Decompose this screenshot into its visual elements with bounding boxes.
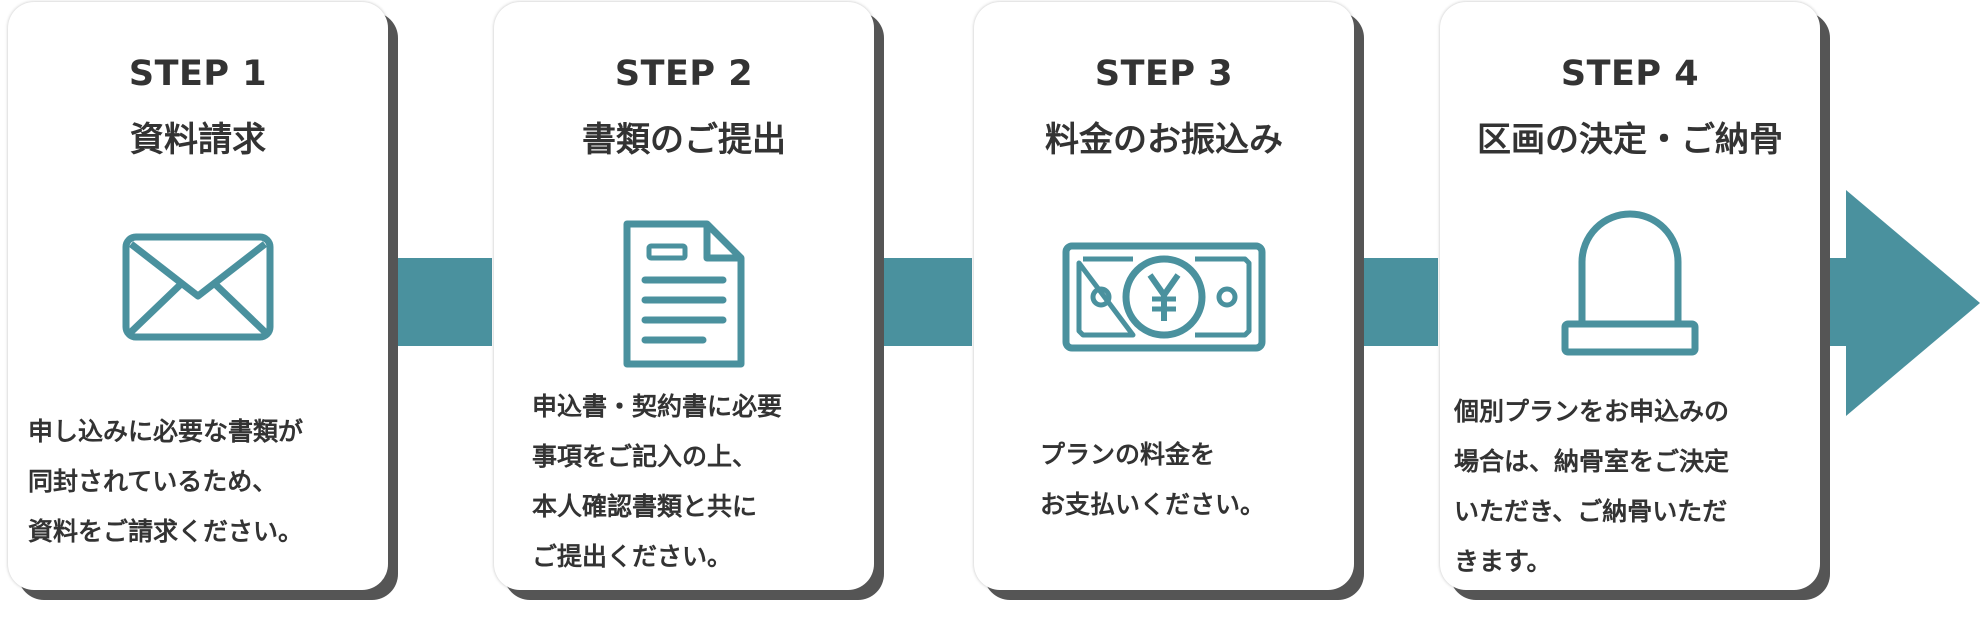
description-line: 個別プランをお申込みの xyxy=(1454,397,1730,426)
description-line: お支払いください。 xyxy=(1040,490,1266,519)
step-card-1: STEP 1 資料請求 申し込みに必要な書類が 同封されているため、 資料をご請… xyxy=(8,2,388,590)
connector-bar-3 xyxy=(1352,258,1438,346)
step-description: 申し込みに必要な書類が 同封されているため、 資料をご請求ください。 xyxy=(28,407,303,557)
step-label: STEP 3 xyxy=(1094,54,1234,94)
description-line: 申込書・契約書に必要 xyxy=(532,392,783,421)
step-title: 区画の決定・ご納骨 xyxy=(1477,120,1783,160)
description-line: 場合は、納骨室をご決定 xyxy=(1454,447,1730,476)
yen-banknote-icon xyxy=(974,232,1354,362)
connector-bar-2 xyxy=(872,258,972,346)
description-line: いただき、ご納骨いただ xyxy=(1454,497,1728,526)
step-label: STEP 4 xyxy=(1560,54,1700,94)
step-card-3: STEP 3 料金のお振込み プランの料金を お支払いください。 xyxy=(974,2,1354,590)
description-line: 資料をご請求ください。 xyxy=(28,517,304,546)
description-line: ご提出ください。 xyxy=(532,542,733,571)
document-icon xyxy=(494,214,874,374)
description-line: きます。 xyxy=(1454,547,1552,576)
grave-marker-icon xyxy=(1440,208,1820,358)
step-description: 個別プランをお申込みの 場合は、納骨室をご決定 いただき、ご納骨いただ きます。 xyxy=(1454,387,1729,587)
description-line: 事項をご記入の上、 xyxy=(532,442,758,471)
description-line: 本人確認書類と共に xyxy=(532,492,758,521)
description-line: プランの料金を xyxy=(1040,440,1216,469)
step-label: STEP 2 xyxy=(614,54,754,94)
step-description: プランの料金を お支払いください。 xyxy=(1040,430,1265,530)
step-title: 書類のご提出 xyxy=(582,120,786,160)
step-description: 申込書・契約書に必要 事項をご記入の上、 本人確認書類と共に ご提出ください。 xyxy=(532,382,782,582)
description-line: 申し込みに必要な書類が xyxy=(28,417,304,446)
step-label: STEP 1 xyxy=(128,54,268,94)
step-title: 料金のお振込み xyxy=(1045,120,1283,160)
step-title: 資料請求 xyxy=(130,120,266,160)
arrow-right-icon xyxy=(1846,190,1980,416)
step-card-4: STEP 4 区画の決定・ご納骨 個別プランをお申込みの 場合は、納骨室をご決定… xyxy=(1440,2,1820,590)
step-card-2: STEP 2 書類のご提出 申込書・契約書に必要 事項をご記入の上、 本人確認書… xyxy=(494,2,874,590)
connector-bar-1 xyxy=(384,258,492,346)
envelope-icon xyxy=(8,212,388,362)
description-line: 同封されているため、 xyxy=(28,467,278,496)
